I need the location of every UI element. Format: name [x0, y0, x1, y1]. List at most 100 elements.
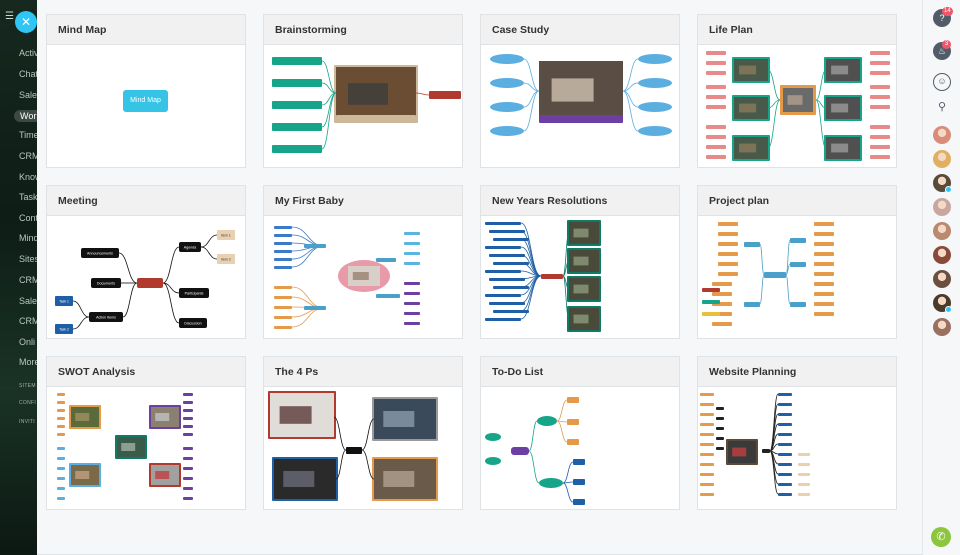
sidebar-item-13[interactable]: CRM — [19, 316, 40, 326]
preview-node — [272, 123, 322, 131]
avatar[interactable] — [933, 126, 951, 144]
preview-node — [702, 288, 720, 292]
avatar[interactable] — [933, 198, 951, 216]
chat-icon[interactable]: ☺ — [933, 73, 951, 91]
search-icon[interactable]: ⚲ — [937, 101, 947, 113]
template-title: Mind Map — [47, 15, 245, 45]
preview-diagram — [700, 393, 810, 496]
preview-node — [537, 416, 557, 426]
preview-connector — [72, 300, 90, 318]
avatar[interactable] — [933, 318, 951, 336]
sidebar-item-0[interactable]: Activ — [19, 48, 39, 58]
preview-node — [493, 238, 529, 241]
template-card-brainstorm[interactable]: Brainstorming — [263, 14, 463, 168]
preview-connector — [767, 99, 781, 109]
preview-connector — [622, 82, 639, 92]
avatar[interactable] — [933, 222, 951, 240]
sidebar-item-5[interactable]: CRM — [19, 151, 40, 161]
preview-image — [831, 143, 849, 153]
preview-node — [57, 393, 65, 396]
preview-node — [81, 248, 119, 258]
preview-connector — [118, 252, 138, 284]
template-card-resolutions[interactable]: New Years Resolutions — [480, 185, 680, 339]
preview-image — [831, 65, 849, 75]
sidebar-item-9[interactable]: Mind — [19, 233, 39, 243]
preview-connector — [291, 245, 325, 268]
preview-node — [778, 413, 792, 416]
sidebar-footer-item-0[interactable]: SITEM — [19, 383, 36, 389]
preview-node — [272, 79, 322, 87]
sidebar-item-6[interactable]: Know — [19, 172, 40, 182]
preview-node — [702, 312, 720, 316]
preview-node — [217, 230, 235, 240]
sidebar-item-7[interactable]: Task — [19, 192, 38, 202]
template-card-casestudy[interactable]: Case Study — [480, 14, 680, 168]
preview-connector — [72, 316, 90, 330]
template-card-swot[interactable]: SWOT Analysis — [46, 356, 246, 510]
preview-node — [183, 409, 193, 412]
preview-node — [183, 401, 193, 404]
preview-node — [485, 457, 501, 465]
sidebar-item-10[interactable]: Sites — [19, 254, 40, 264]
preview-node — [744, 242, 760, 247]
sidebar-footer-item-1[interactable]: CONFI — [19, 400, 37, 406]
template-preview — [698, 216, 896, 339]
preview-node — [700, 473, 714, 476]
preview-node — [490, 54, 524, 64]
template-card-fourps[interactable]: The 4 Ps — [263, 356, 463, 510]
notification-badge: 3 — [942, 40, 951, 49]
avatar[interactable] — [933, 270, 951, 288]
sidebar-item-1[interactable]: Chat — [19, 69, 39, 79]
preview-node — [700, 423, 714, 426]
avatar[interactable] — [933, 246, 951, 264]
sidebar-item-11[interactable]: CRM — [19, 275, 40, 285]
preview-node — [790, 302, 806, 307]
preview-node — [870, 61, 890, 65]
preview-node — [778, 483, 792, 486]
preview-node — [778, 453, 792, 456]
preview-node — [814, 312, 834, 316]
preview-node — [485, 270, 521, 273]
preview-node — [702, 300, 720, 304]
sidebar-item-12[interactable]: Sales — [19, 296, 40, 306]
close-button[interactable]: ✕ — [15, 11, 37, 33]
preview-node — [870, 135, 890, 139]
template-card-website[interactable]: Website Planning — [697, 356, 897, 510]
preview-node — [485, 222, 521, 225]
preview-diagram — [490, 54, 672, 136]
menu-icon[interactable]: ☰ — [5, 11, 14, 22]
avatar[interactable] — [933, 150, 951, 168]
sidebar-item-3[interactable]: Wor — [14, 110, 40, 122]
preview-node — [700, 463, 714, 466]
preview-node — [814, 302, 834, 306]
preview-node — [870, 51, 890, 55]
preview-node — [700, 483, 714, 486]
template-card-baby[interactable]: My First Baby — [263, 185, 463, 339]
preview-image — [155, 471, 170, 479]
sidebar-footer-item-2[interactable]: INVITI — [19, 419, 35, 425]
preview-label: Announcements — [87, 252, 113, 256]
preview-node — [870, 85, 890, 89]
preview-node — [183, 393, 193, 396]
preview-diagram — [272, 57, 461, 153]
preview-node — [778, 493, 792, 496]
sidebar-item-2[interactable]: Sales — [19, 90, 40, 100]
preview-node — [376, 294, 400, 298]
template-card-lifeplan[interactable]: Life Plan — [697, 14, 897, 168]
sidebar-item-4[interactable]: Time — [19, 130, 39, 140]
template-card-project[interactable]: Project plan — [697, 185, 897, 339]
preview-node — [404, 232, 420, 235]
preview-connector — [556, 420, 568, 443]
preview-connector — [562, 481, 574, 484]
sidebar-item-8[interactable]: Cont — [19, 213, 39, 223]
template-card-todo[interactable]: To-Do List — [480, 356, 680, 510]
sidebar-item-15[interactable]: More — [19, 357, 40, 367]
sidebar-item-14[interactable]: Onli — [19, 337, 36, 347]
phone-icon[interactable]: ✆ — [931, 527, 951, 547]
preview-connector — [321, 92, 337, 150]
preview-node — [638, 126, 672, 136]
